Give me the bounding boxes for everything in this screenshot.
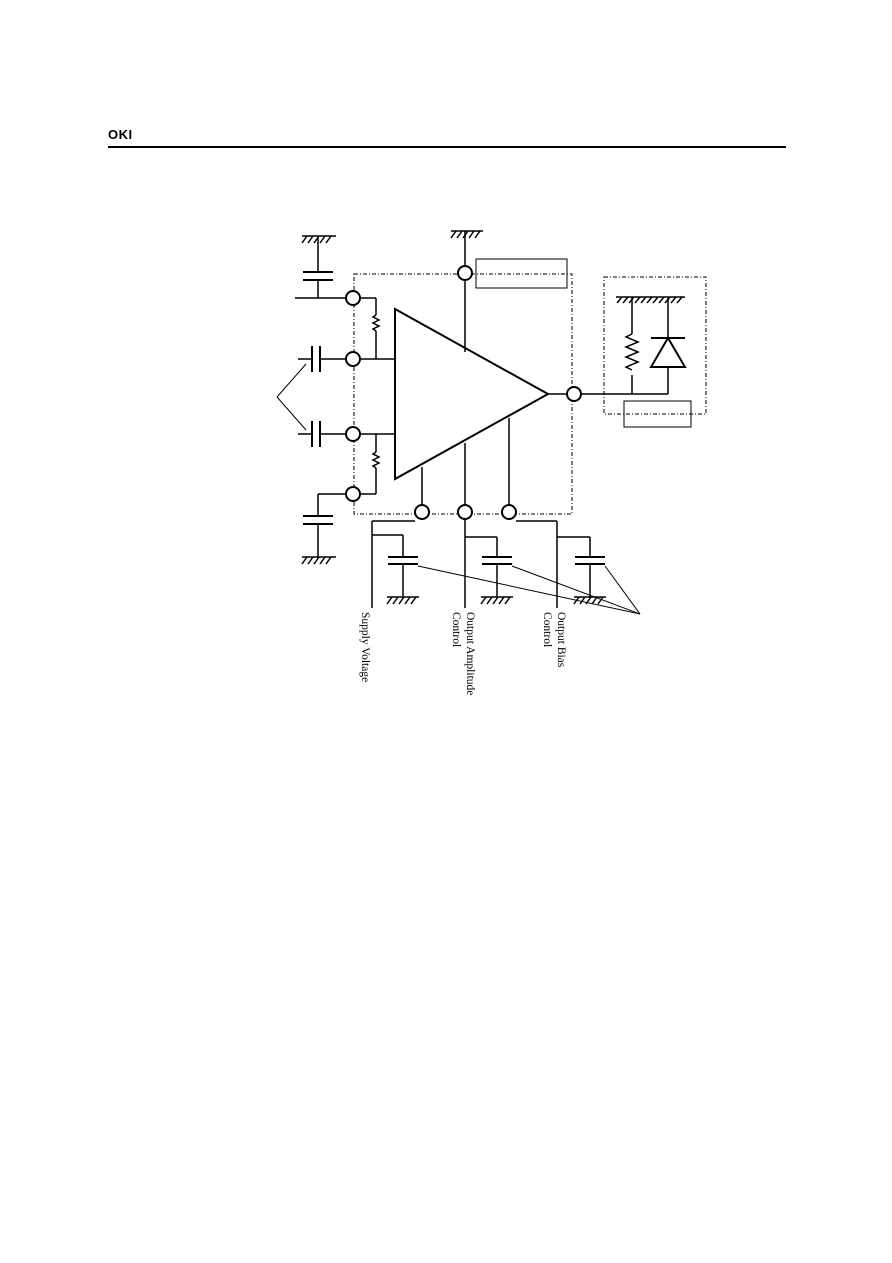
- oki-logo: OKI: [108, 127, 133, 142]
- ground-symbol-top-left: [301, 235, 336, 244]
- pin-output: [566, 386, 582, 402]
- label-output-bias: Output Bias: [555, 612, 567, 668]
- resistor-input-bottom: [371, 451, 381, 469]
- pin-input-3: [345, 426, 361, 442]
- label-output-amplitude: Output Amplitude: [464, 612, 476, 695]
- capacitor-top-left: [303, 271, 333, 281]
- pin-bias-control: [501, 504, 517, 520]
- ground-symbol-top: [450, 230, 483, 239]
- diode-load: [649, 336, 687, 368]
- resistor-input-top: [371, 314, 381, 332]
- coupling-capacitor-lower: [311, 421, 321, 447]
- resistor-load: [624, 333, 640, 371]
- pin-input-1: [345, 290, 361, 306]
- coupling-capacitor-upper: [311, 346, 321, 372]
- ground-symbol-load: [616, 296, 685, 304]
- decoupling-capacitor-amplitude: [482, 556, 512, 565]
- header-rule: [108, 146, 786, 148]
- decoupling-capacitor-bias: [575, 556, 605, 565]
- blank-label-box-top: [475, 258, 568, 289]
- ic-package-outline: [353, 273, 573, 515]
- amplifier-triangle: [394, 307, 551, 481]
- pin-amplitude-control: [457, 504, 473, 520]
- pin-input-2: [345, 351, 361, 367]
- capacitor-bottom-left: [303, 515, 333, 525]
- ground-symbol-amplitude: [480, 596, 513, 605]
- label-output-bias-control: Control: [541, 612, 553, 647]
- blank-label-box-load: [623, 400, 692, 428]
- decoupling-capacitor-supply: [388, 556, 418, 565]
- ground-symbol-bias: [573, 596, 606, 605]
- ground-symbol-bottom-left: [301, 556, 336, 565]
- label-output-amplitude-control: Control: [450, 612, 462, 647]
- pin-input-4: [345, 486, 361, 502]
- pin-top-supply: [457, 265, 473, 281]
- ground-symbol-supply: [386, 596, 419, 605]
- label-supply-voltage: Supply Voltage: [359, 612, 371, 682]
- pin-supply-voltage: [414, 504, 430, 520]
